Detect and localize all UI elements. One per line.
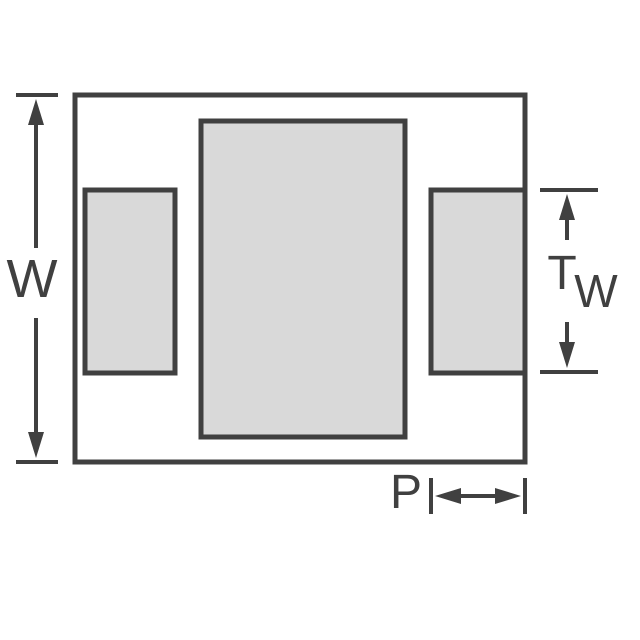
tw-arrow-up-icon bbox=[559, 194, 575, 220]
left-terminal-pad bbox=[82, 187, 178, 376]
center-body-pad bbox=[198, 118, 408, 440]
tw-dimension-label-w-subscript: W bbox=[574, 265, 618, 317]
dimension-arrowheads bbox=[28, 99, 575, 504]
tw-dimension-label-t: T bbox=[547, 247, 576, 300]
w-arrow-up-icon bbox=[28, 99, 44, 125]
right-terminal-pad bbox=[428, 187, 528, 376]
dimension-labels: W T W P bbox=[7, 247, 619, 519]
w-arrow-down-icon bbox=[28, 432, 44, 458]
pads-group bbox=[82, 118, 528, 440]
tw-arrow-down-icon bbox=[559, 342, 575, 368]
dimension-lines bbox=[16, 93, 598, 514]
w-dimension-label: W bbox=[7, 249, 58, 309]
p-arrow-left-icon bbox=[435, 488, 461, 504]
p-dimension-label: P bbox=[390, 466, 422, 519]
p-arrow-right-icon bbox=[495, 488, 521, 504]
